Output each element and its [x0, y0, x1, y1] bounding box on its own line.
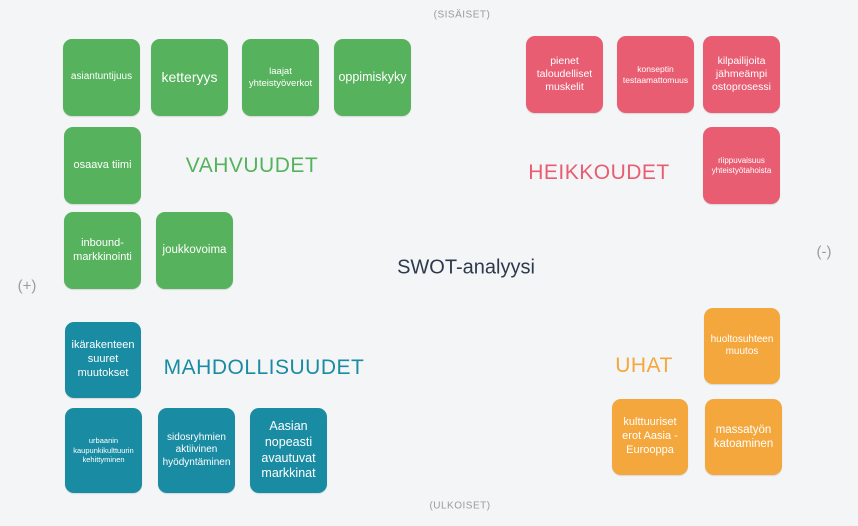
quadrant-label-strengths[interactable]: VAHVUUDET [185, 154, 319, 177]
strength-note[interactable]: ketteryys [151, 39, 228, 116]
axis-sign-positive: (+) [17, 277, 37, 295]
quadrant-label-opportunities[interactable]: MAHDOLLISUUDET [163, 356, 365, 379]
opportunity-note[interactable]: sidosryhmien aktiivinen hyödyntäminen [158, 408, 235, 493]
strength-note[interactable]: inbound-markkinointi [64, 212, 141, 289]
weakness-note[interactable]: kilpailijoita jähmeämpi ostoprosessi [703, 36, 780, 113]
weakness-note[interactable]: konseptin testaamattomuus [617, 36, 694, 113]
quadrant-label-weaknesses[interactable]: HEIKKOUDET [528, 161, 670, 184]
strength-note[interactable]: laajat yhteistyöverkot [242, 39, 319, 116]
quadrant-label-threats[interactable]: UHAT [615, 354, 673, 377]
opportunity-note[interactable]: ikärakenteen suuret muutokset [65, 322, 141, 398]
strength-note[interactable]: joukkovoima [156, 212, 233, 289]
threat-note[interactable]: huoltosuhteen muutos [704, 308, 780, 384]
threat-note[interactable]: massatyön katoaminen [705, 399, 782, 475]
weakness-note[interactable]: pienet taloudelliset muskelit [526, 36, 603, 113]
axis-label-external: (ULKOISET) [429, 500, 491, 512]
weakness-note[interactable]: riippuvaisuus yhteistyötahoista [703, 127, 780, 204]
axis-sign-negative: (-) [816, 243, 832, 261]
opportunity-note[interactable]: urbaanin kaupunkikulttuurin kehittyminen [65, 408, 142, 493]
opportunity-note[interactable]: Aasian nopeasti avautuvat markkinat [250, 408, 327, 493]
board-title[interactable]: SWOT-analyysi [397, 256, 535, 279]
axis-label-internal: (SISÄISET) [433, 9, 491, 21]
strength-note[interactable]: osaava tiimi [64, 127, 141, 204]
threat-note[interactable]: kulttuuriset erot Aasia - Eurooppa [612, 399, 688, 475]
strength-note[interactable]: oppimiskyky [334, 39, 411, 116]
strength-note[interactable]: asiantuntijuus [63, 39, 140, 116]
